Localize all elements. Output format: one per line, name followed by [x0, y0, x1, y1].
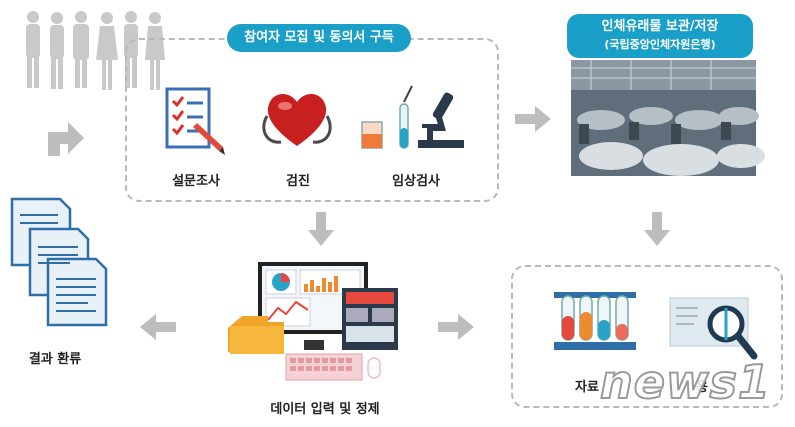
utilization-label: 자료 용 [575, 376, 735, 395]
down-arrow-icon [644, 212, 670, 246]
survey-label: 설문조사 [172, 174, 220, 189]
utilization-label-start: 자료 [575, 380, 599, 395]
left-arrow-icon [140, 314, 176, 340]
computer-data-icon [228, 262, 398, 381]
enrollment-title: 참여자 모집 및 동의서 구득 [244, 30, 394, 45]
news1-watermark: news1 [599, 354, 790, 417]
right-arrow-icon [515, 106, 551, 132]
enrollment-title-badge: 참여자 모집 및 동의서 구득 [227, 24, 411, 52]
survey-checklist-icon [165, 87, 225, 155]
biobank-title-badge: 인체유래물 보관/저장 (국립중앙인체자원은행) [567, 14, 753, 58]
checkup-label: 검진 [286, 174, 310, 189]
clinical-test-label: 임상검사 [392, 174, 440, 189]
utilization-box [511, 265, 783, 408]
data-entry-label: 데이터 입력 및 정제 [270, 402, 380, 417]
lab-microscope-icon [361, 85, 464, 149]
biobank-storage-photo [571, 60, 765, 176]
news1-watermark-text: news1 [599, 354, 771, 410]
biobank-subtitle: (국립중앙인체자원은행) [604, 38, 716, 51]
bent-arrow-icon [48, 122, 84, 156]
heart-stethoscope-icon [262, 93, 332, 146]
down-arrow-icon [308, 212, 334, 246]
right-arrow-icon [438, 314, 474, 340]
utilization-label-end: 용 [695, 380, 708, 395]
test-tubes-icon [554, 292, 636, 350]
biobank-title: 인체유래물 보관/저장 [601, 19, 719, 34]
results-feedback-label: 결과 환류 [28, 352, 82, 367]
documents-icon [10, 197, 108, 327]
magnifier-document-icon [669, 297, 758, 360]
people-silhouettes-icon [26, 11, 165, 90]
